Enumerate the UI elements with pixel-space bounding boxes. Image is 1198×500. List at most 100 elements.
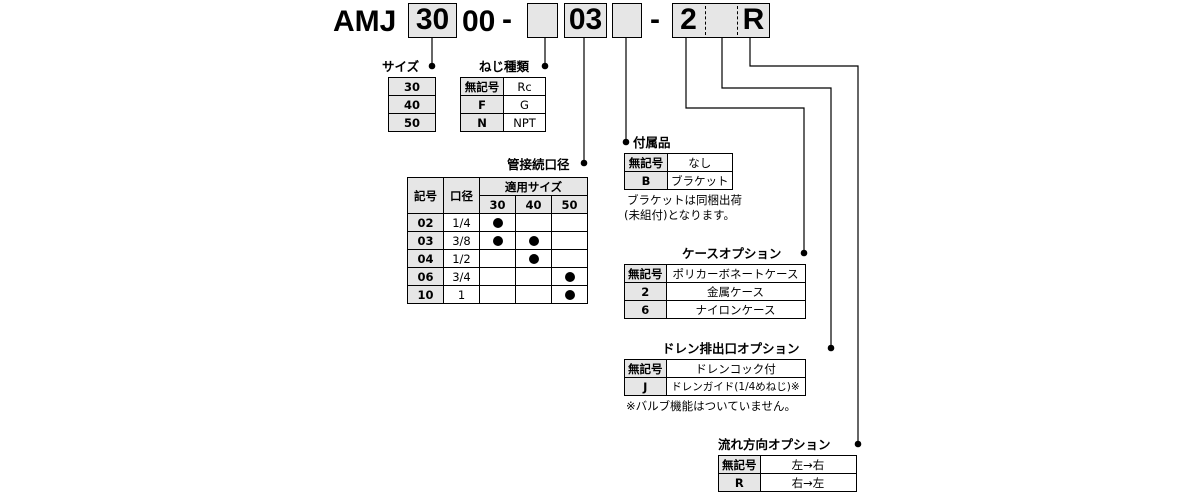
case-symbol: 6: [624, 300, 667, 319]
applicable-cell: [515, 285, 552, 304]
applicable-dot-icon: [492, 218, 503, 228]
applicable-cell: [479, 231, 516, 250]
port-code-box: 03: [564, 3, 607, 38]
port-symbol: 03: [407, 231, 444, 250]
thread-symbol: F: [460, 95, 504, 114]
size-cell: 30: [388, 77, 436, 96]
table-row: 50: [388, 113, 436, 132]
applicable-dot-icon: [528, 236, 539, 246]
port-value: 1: [443, 285, 480, 304]
applicable-dot-icon: [564, 272, 575, 282]
port-value: 3/8: [443, 231, 480, 250]
port-symbol: 02: [407, 213, 444, 232]
case-value: ナイロンケース: [665, 300, 806, 319]
case-symbol: 2: [624, 282, 667, 301]
applicable-dot-icon: [492, 236, 503, 246]
applicable-cell: [551, 213, 588, 232]
thread-symbol: N: [460, 113, 504, 132]
table-row: 記号 口径 適用サイズ: [407, 177, 588, 214]
port-value: 1/2: [443, 249, 480, 268]
size-table: 30 40 50: [388, 77, 436, 132]
size-code-box: 30: [408, 3, 457, 38]
size-header: 40: [515, 195, 552, 214]
applicable-cell: [515, 213, 552, 232]
table-row: 40: [388, 95, 436, 114]
applicable-cell: [551, 267, 588, 286]
fixed-code: 00: [462, 5, 496, 38]
thread-value: G: [503, 95, 546, 114]
drain-symbol: J: [624, 377, 667, 396]
option-divider: [705, 6, 706, 35]
size-header: 50: [551, 195, 588, 214]
flow-value: 右→左: [759, 473, 857, 492]
thread-type-label: ねじ種類: [479, 59, 530, 74]
drain-value: ドレンガイド(1/4めねじ)※: [665, 377, 806, 396]
applicable-cell: [551, 231, 588, 250]
accessory-code-box: [612, 3, 642, 38]
thread-code-box: [527, 3, 558, 38]
port-symbol: 06: [407, 267, 444, 286]
code-dash-1: -: [502, 3, 512, 36]
port-header-symbol: 記号: [407, 177, 444, 214]
thread-value: NPT: [503, 113, 546, 132]
model-prefix: AMJ: [333, 5, 397, 38]
applicable-cell: [551, 285, 588, 304]
accessory-label: 付属品: [633, 135, 671, 150]
accessory-note: (未組付)となります。: [624, 208, 735, 222]
size-label: サイズ: [382, 59, 420, 74]
accessory-symbol: 無記号: [624, 153, 668, 172]
option-divider: [737, 6, 738, 35]
port-symbol: 04: [407, 249, 444, 268]
port-value: 1/4: [443, 213, 480, 232]
option-code-box: [672, 3, 770, 38]
applicable-cell: [479, 285, 516, 304]
applicable-dot-icon: [528, 254, 539, 264]
port-header-port: 口径: [443, 177, 480, 214]
applicable-cell: [515, 231, 552, 250]
accessory-value: ブラケット: [667, 171, 733, 190]
drain-code: [705, 3, 737, 38]
drain-value: ドレンコック付: [665, 359, 806, 378]
table-row: 無記号ポリカーボネートケース: [624, 264, 806, 283]
case-value: 金属ケース: [665, 282, 806, 301]
code-dash-2: -: [650, 3, 660, 36]
table-row: 30: [388, 77, 436, 96]
table-row: 30 40 50: [408, 195, 588, 214]
flow-code: R: [742, 3, 765, 36]
case-option-label: ケースオプション: [682, 246, 782, 261]
thread-value: Rc: [503, 77, 546, 96]
size-header: 30: [479, 195, 516, 214]
applicable-cell: [551, 249, 588, 268]
table-row: 無記号ドレンコック付: [624, 359, 806, 378]
drain-option-label: ドレン排出口オプション: [662, 341, 800, 356]
accessory-note: ブラケットは同梱出荷: [627, 193, 742, 207]
applicable-cell: [479, 267, 516, 286]
port-symbol: 10: [407, 285, 444, 304]
flow-option-label: 流れ方向オプション: [718, 437, 831, 452]
applicable-cell: [515, 267, 552, 286]
port-header-applicable: 適用サイズ: [479, 177, 588, 196]
accessory-symbol: B: [624, 171, 668, 190]
applicable-cell: [479, 249, 516, 268]
table-row: 無記号左→右: [718, 455, 857, 474]
flow-symbol: 無記号: [718, 455, 761, 474]
case-value: ポリカーボネートケース: [665, 264, 806, 283]
size-cell: 50: [388, 113, 436, 132]
applicable-cell: [515, 249, 552, 268]
